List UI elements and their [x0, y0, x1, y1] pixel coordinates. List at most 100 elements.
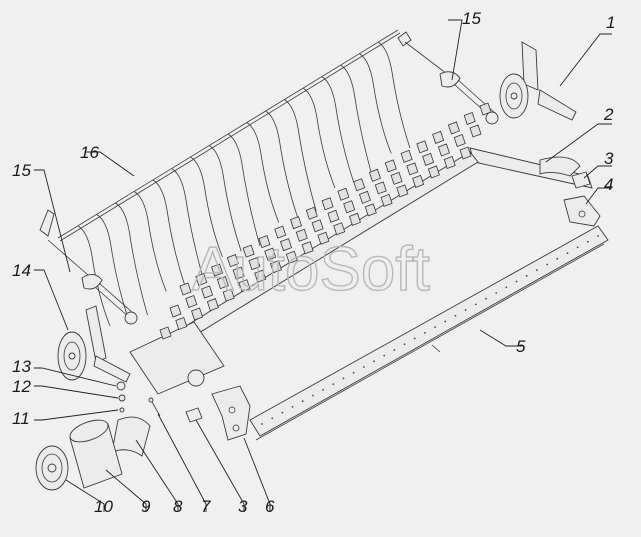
cutter-tooth	[232, 266, 245, 280]
rivet-hole	[312, 394, 314, 397]
spring-tine	[246, 122, 280, 223]
cutter-tooth	[222, 288, 235, 302]
cutter-tooth	[258, 235, 271, 249]
rivet-hole	[597, 235, 599, 237]
part-2-cutter-frame	[129, 102, 593, 395]
callout-16: 16	[80, 143, 99, 162]
cutter-tooth	[274, 225, 287, 239]
spring-tine	[265, 110, 298, 218]
cutter-tooth	[201, 285, 214, 299]
spring-tine	[209, 145, 242, 252]
cutter-tooth	[348, 212, 361, 226]
cutter-tooth	[254, 269, 267, 283]
cutter-tooth	[416, 140, 429, 154]
callout-11: 11	[12, 409, 30, 428]
rivet-hole	[281, 411, 284, 414]
callout-13: 13	[12, 357, 31, 376]
cutter-tooth	[159, 326, 172, 340]
part-14-gauge-wheel-left	[57, 305, 131, 383]
cutter-tooth	[358, 190, 371, 204]
cutter-tooth	[305, 206, 318, 220]
cutter-tooth	[264, 247, 277, 261]
cutter-tooth	[333, 222, 346, 236]
callout-14: 14	[12, 261, 31, 280]
rivet-hole	[403, 343, 406, 346]
rivet-hole	[291, 406, 294, 408]
cutter-tooth	[463, 111, 476, 125]
callout-12: 12	[12, 377, 31, 396]
callout-3-right: 3	[604, 149, 614, 168]
cutter-tooth	[427, 165, 440, 179]
rivet-hole	[271, 417, 274, 420]
cutter-tooth	[301, 241, 314, 255]
rivet-hole	[362, 366, 365, 368]
callout-2: 2	[603, 105, 614, 124]
cutter-tooth	[290, 216, 303, 230]
cutter-tooth	[337, 187, 350, 201]
cutter-tooth	[211, 263, 224, 277]
spring-tine	[302, 87, 336, 189]
spring-tine	[190, 156, 223, 258]
cutter-tooth	[191, 307, 204, 321]
rivet-hole	[261, 423, 263, 425]
spring-tine	[134, 191, 167, 292]
cutter-tooth	[321, 197, 334, 211]
spring-tine	[77, 225, 111, 327]
part-12-washer	[118, 394, 126, 402]
cutter-tooth	[422, 152, 435, 166]
cutter-tooth	[169, 304, 182, 318]
callout-9: 9	[141, 497, 151, 516]
rivet-hole	[424, 331, 426, 334]
cutter-tooth	[195, 273, 208, 287]
part-6-bracket-plate	[211, 385, 251, 441]
cutter-tooth	[295, 228, 308, 242]
rivet-hole	[505, 286, 508, 289]
part-3-clip-lower	[185, 407, 203, 423]
rivet-hole	[515, 280, 518, 283]
part-7-pin	[148, 397, 161, 417]
cutter-tooth	[380, 193, 393, 207]
cutter-tooth	[453, 133, 466, 147]
autosoft-watermark: AutoSoft	[192, 235, 430, 304]
cutter-tooth	[311, 219, 324, 233]
cutter-tooth	[400, 149, 413, 163]
callout-1: 1	[606, 13, 615, 32]
rivet-hole	[576, 246, 579, 249]
rivet-hole	[464, 309, 467, 311]
spring-tine	[321, 76, 355, 183]
cutter-tooth	[242, 244, 255, 258]
spring-tine	[377, 41, 411, 149]
cutter-tooth	[343, 200, 356, 214]
spring-tine	[115, 202, 148, 316]
cutter-tooth	[226, 254, 239, 268]
rivet-hole	[413, 337, 416, 340]
callout-15-left: 15	[12, 161, 31, 180]
cutter-tooth	[238, 279, 251, 293]
rivet-hole	[525, 274, 528, 277]
cutter-tooth	[270, 260, 283, 274]
rivet-hole	[434, 326, 436, 329]
callout-labels: 1 2 3 4 5 6 7 8 9 10 11 12 13 14 15 15 1…	[12, 9, 615, 516]
rivet-hole	[546, 263, 548, 266]
callout-8: 8	[173, 497, 183, 516]
rivet-hole	[332, 383, 335, 386]
part-3-clip-right	[571, 171, 591, 189]
cutter-tooth	[368, 168, 381, 182]
cutter-tooth	[327, 209, 340, 223]
rivet-hole	[352, 371, 355, 374]
spring-tine	[171, 168, 205, 281]
spring-tine	[96, 214, 130, 321]
cutter-tooth	[384, 159, 397, 173]
callout-10: 10	[94, 497, 113, 516]
cutter-tooth	[390, 171, 403, 185]
cutter-tooth	[175, 317, 188, 331]
callout-6: 6	[265, 497, 275, 516]
cutter-tooth	[364, 203, 377, 217]
rivet-hole	[474, 303, 477, 306]
rivet-hole	[454, 314, 457, 317]
callout-5: 5	[516, 337, 526, 356]
part-5-knife-bar	[249, 225, 609, 441]
rivet-hole	[393, 349, 396, 351]
cutter-tooth	[280, 238, 293, 252]
rivet-hole	[373, 360, 375, 363]
